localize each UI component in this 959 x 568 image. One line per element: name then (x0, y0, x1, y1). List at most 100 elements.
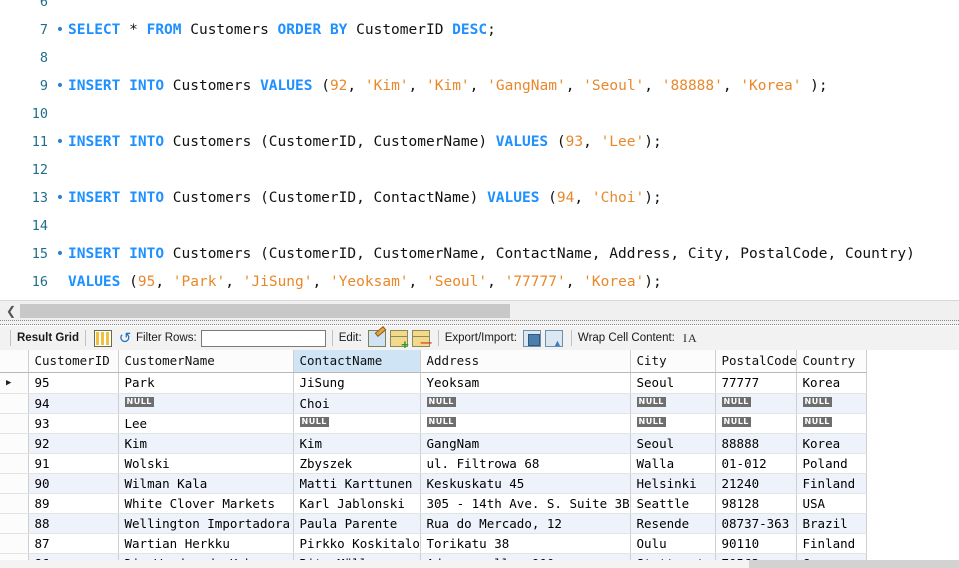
cell-postalcode[interactable]: 21240 (715, 473, 797, 494)
code-line[interactable]: 7•SELECT * FROM Customers ORDER BY Custo… (0, 16, 959, 44)
row-marker-cell[interactable] (0, 533, 29, 554)
delete-row-icon[interactable] (411, 329, 432, 349)
cell-customerid[interactable]: 89 (28, 493, 119, 514)
row-marker-cell[interactable] (0, 413, 29, 434)
scroll-left-icon[interactable]: ❮ (5, 304, 17, 318)
field-types-icon[interactable] (93, 329, 112, 347)
cell-postalcode[interactable]: 08737-363 (715, 513, 797, 534)
cell-customername[interactable]: Wolski (118, 453, 294, 474)
cell-customername[interactable]: Kim (118, 433, 294, 454)
statement-run-marker-icon[interactable]: • (55, 22, 65, 38)
cell-address[interactable]: 305 - 14th Ave. S. Suite 3B (420, 493, 631, 514)
wrap-cell-icon[interactable]: I A (683, 330, 697, 345)
cell-contactname[interactable]: Pirkko Koskitalo (293, 533, 421, 554)
cell-address[interactable]: Rua do Mercado, 12 (420, 513, 631, 534)
cell-address[interactable]: ul. Filtrowa 68 (420, 453, 631, 474)
code-line[interactable]: 11•INSERT INTO Customers (CustomerID, Cu… (0, 128, 959, 156)
scrollbar-thumb[interactable] (20, 304, 510, 318)
cell-postalcode[interactable]: NULL (715, 393, 797, 414)
cell-customername[interactable]: NULL (118, 393, 294, 414)
cell-city[interactable]: NULL (630, 393, 716, 414)
cell-city[interactable]: Helsinki (630, 473, 716, 494)
row-marker-cell[interactable] (0, 433, 29, 454)
column-header-contactname[interactable]: ContactName (293, 350, 421, 373)
code-line[interactable]: 14• (0, 212, 959, 240)
cell-city[interactable]: Oulu (630, 533, 716, 554)
cell-city[interactable]: Resende (630, 513, 716, 534)
cell-customerid[interactable]: 94 (28, 393, 119, 414)
cell-customerid[interactable]: 95 (28, 372, 119, 394)
cell-city[interactable]: NULL (630, 413, 716, 434)
code-line[interactable]: 10• (0, 100, 959, 128)
statement-run-marker-icon[interactable]: • (55, 190, 65, 206)
filter-rows-input[interactable] (200, 329, 326, 347)
cell-country[interactable]: Finland (796, 473, 867, 494)
cell-city[interactable]: Walla (630, 453, 716, 474)
cell-country[interactable]: USA (796, 493, 867, 514)
code-line[interactable]: 15•INSERT INTO Customers (CustomerID, Cu… (0, 240, 959, 268)
import-recordset-icon[interactable] (544, 329, 563, 348)
column-header-country[interactable]: Country (796, 350, 867, 373)
column-header-customerid[interactable]: CustomerID (28, 350, 119, 373)
cell-country[interactable]: Korea (796, 433, 867, 454)
column-header-customername[interactable]: CustomerName (118, 350, 294, 373)
cell-address[interactable]: Keskuskatu 45 (420, 473, 631, 494)
sql-editor[interactable]: 6•7•SELECT * FROM Customers ORDER BY Cus… (0, 0, 959, 300)
row-marker-cell[interactable] (0, 513, 29, 534)
cell-country[interactable]: NULL (796, 393, 867, 414)
cell-contactname[interactable]: NULL (293, 413, 421, 434)
cell-postalcode[interactable]: NULL (715, 413, 797, 434)
cell-contactname[interactable]: JiSung (293, 372, 421, 394)
code-line[interactable]: 12• (0, 156, 959, 184)
cell-contactname[interactable]: Matti Karttunen (293, 473, 421, 494)
cell-customername[interactable]: Lee (118, 413, 294, 434)
code-line[interactable]: 16•VALUES (95, 'Park', 'JiSung', 'Yeoksa… (0, 268, 959, 296)
cell-customerid[interactable]: 87 (28, 533, 119, 554)
cell-country[interactable]: Korea (796, 372, 867, 394)
code-line[interactable]: 8• (0, 44, 959, 72)
statement-run-marker-icon[interactable]: • (55, 78, 65, 94)
cell-contactname[interactable]: Choi (293, 393, 421, 414)
cell-contactname[interactable]: Paula Parente (293, 513, 421, 534)
grid-horizontal-scrollbar[interactable] (749, 560, 959, 568)
cell-contactname[interactable]: Kim (293, 433, 421, 454)
row-marker-cell[interactable] (0, 453, 29, 474)
column-header-city[interactable]: City (630, 350, 716, 373)
cell-postalcode[interactable]: 98128 (715, 493, 797, 514)
cell-customerid[interactable]: 92 (28, 433, 119, 454)
cell-city[interactable]: Seoul (630, 372, 716, 394)
code-line[interactable]: 6• (0, 0, 959, 16)
cell-address[interactable]: NULL (420, 393, 631, 414)
row-marker-cell[interactable] (0, 473, 29, 494)
refresh-icon[interactable]: ↺ (118, 329, 132, 347)
cell-address[interactable]: Yeoksam (420, 372, 631, 394)
cell-postalcode[interactable]: 88888 (715, 433, 797, 454)
cell-customerid[interactable]: 93 (28, 413, 119, 434)
code-line[interactable]: 13•INSERT INTO Customers (CustomerID, Co… (0, 184, 959, 212)
cell-customername[interactable]: Park (118, 372, 294, 394)
insert-row-icon[interactable] (389, 329, 409, 350)
row-marker-cell[interactable] (0, 393, 29, 414)
cell-customername[interactable]: Wellington Importadora (118, 513, 294, 534)
editor-results-splitter[interactable] (0, 320, 959, 325)
edit-pencil-icon[interactable] (367, 329, 386, 347)
cell-address[interactable]: NULL (420, 413, 631, 434)
cell-country[interactable]: Poland (796, 453, 867, 474)
cell-postalcode[interactable]: 90110 (715, 533, 797, 554)
cell-contactname[interactable]: Karl Jablonski (293, 493, 421, 514)
cell-contactname[interactable]: Zbyszek (293, 453, 421, 474)
cell-country[interactable]: Brazil (796, 513, 867, 534)
statement-run-marker-icon[interactable]: • (55, 134, 65, 150)
row-marker-cell[interactable] (0, 493, 29, 514)
current-row-marker-icon[interactable]: ▶ (0, 372, 29, 394)
column-header-postalcode[interactable]: PostalCode (715, 350, 797, 373)
